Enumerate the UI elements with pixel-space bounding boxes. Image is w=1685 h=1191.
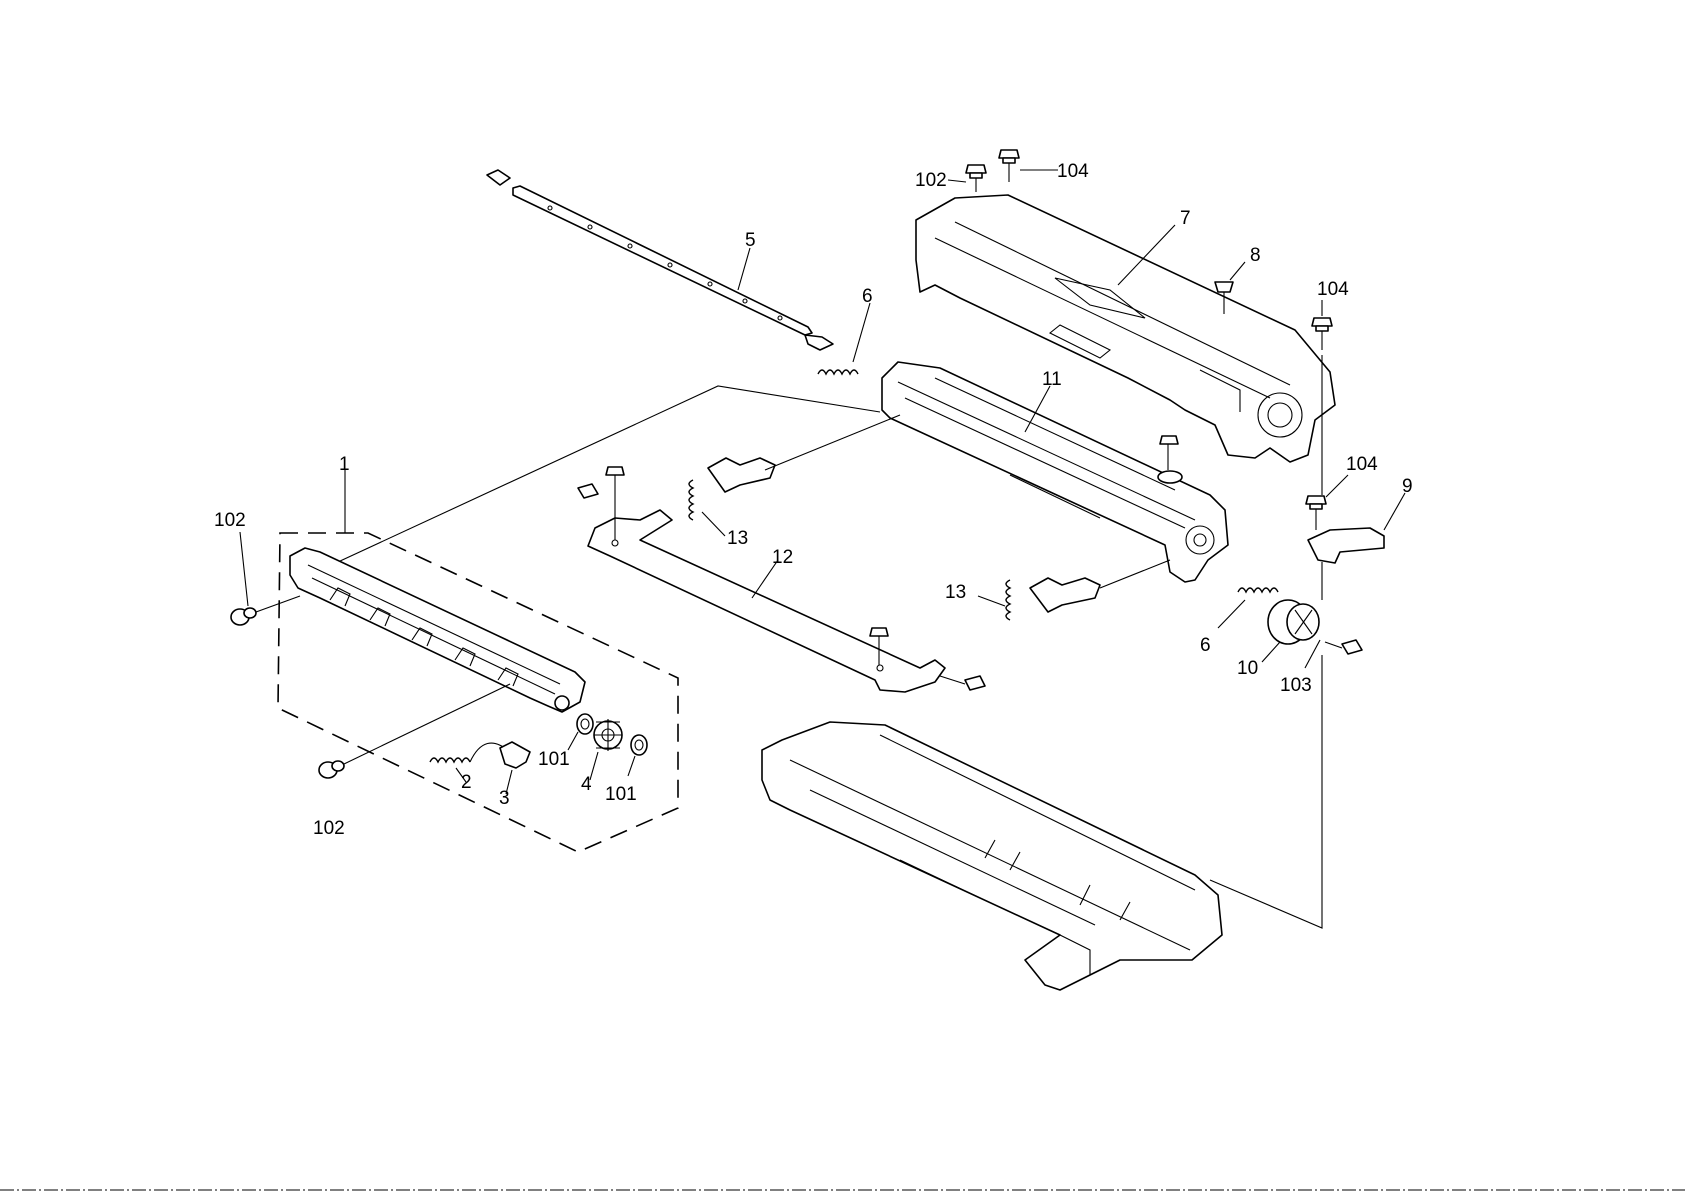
callout-102-top: 102	[915, 170, 947, 191]
part-10-knob	[1268, 600, 1319, 644]
part-1-assembly-body	[290, 548, 585, 712]
screw-on-frame	[1158, 436, 1182, 483]
callout-101-right: 101	[605, 784, 637, 805]
leader-8	[1230, 262, 1245, 280]
leader-102-top	[948, 180, 966, 182]
callout-13-upper: 13	[727, 528, 748, 549]
leader-102-left	[240, 532, 248, 606]
leader-5	[738, 248, 750, 290]
leader-104-lower	[1326, 475, 1348, 497]
part-4-gear	[594, 719, 622, 751]
lower-base-frame	[762, 722, 1222, 990]
part-13-spring-lower	[1006, 580, 1010, 620]
part-6-spring-lower	[1238, 588, 1278, 592]
leader-hook-to-frame	[765, 415, 900, 470]
screw-103	[1325, 640, 1362, 654]
callout-7: 7	[1180, 208, 1191, 229]
leader-13-lower	[978, 596, 1005, 606]
leader-lower-hook-to-frame	[1100, 560, 1170, 588]
part-9-bracket	[1308, 528, 1384, 563]
callout-104-top: 104	[1057, 161, 1089, 182]
callout-5: 5	[745, 230, 756, 251]
part-13-spring-upper	[689, 480, 693, 520]
leader-101-right	[628, 756, 635, 776]
part-101-ring-left	[577, 714, 593, 734]
screw-on-plate-right-side	[940, 676, 985, 690]
part-3-lever	[500, 742, 530, 768]
callout-104-right: 104	[1317, 279, 1349, 300]
callout-3: 3	[499, 788, 510, 809]
callout-102-bottom: 102	[313, 818, 345, 839]
part-12-guide-plate	[588, 510, 945, 692]
callout-104-lower: 104	[1346, 454, 1378, 475]
leader-101-left	[568, 732, 578, 750]
screw-104-lower	[1306, 496, 1326, 530]
leader-13-upper	[702, 512, 725, 536]
callout-6-upper: 6	[862, 286, 873, 307]
callout-1: 1	[339, 454, 350, 475]
callout-12: 12	[772, 547, 793, 568]
screw-102-bottom	[319, 684, 510, 778]
callout-8: 8	[1250, 245, 1261, 266]
part-2-spring	[430, 758, 470, 762]
leader-103	[1305, 640, 1320, 668]
leader-6-lower	[1218, 600, 1245, 628]
screw-on-plate-left-side	[578, 484, 598, 498]
screw-102-left	[231, 596, 300, 625]
leader-9	[1384, 493, 1405, 530]
callout-4: 4	[581, 774, 592, 795]
leader-6-upper	[853, 303, 870, 362]
callout-6-lower: 6	[1200, 635, 1211, 656]
part-101-ring-right	[631, 735, 647, 755]
callout-11: 11	[1042, 369, 1062, 390]
leader-10	[1262, 642, 1280, 662]
callout-10: 10	[1237, 658, 1258, 679]
callout-102-left: 102	[214, 510, 246, 531]
callout-2: 2	[461, 772, 472, 793]
screw-104-right	[1312, 318, 1332, 350]
callout-101-left: 101	[538, 749, 570, 770]
part-13-hook-lower	[1030, 578, 1100, 612]
screw-104-top	[999, 150, 1019, 182]
callout-9: 9	[1402, 476, 1413, 497]
part-5-plate	[487, 170, 833, 350]
callout-13-lower: 13	[945, 582, 966, 603]
callout-103: 103	[1280, 675, 1312, 696]
part-13-hook-upper	[708, 458, 775, 492]
screw-102-top	[966, 165, 986, 192]
part-6-spring-upper	[818, 370, 858, 374]
